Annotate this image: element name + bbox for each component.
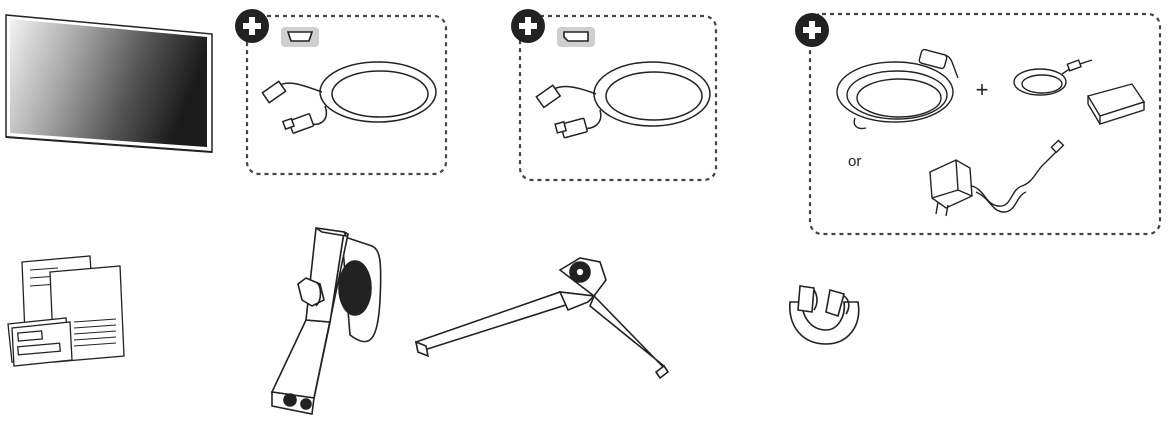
- displayport-cable-illustration: [535, 61, 711, 139]
- hdmi-cable-box: [235, 9, 448, 176]
- hdmi-port-icon: [281, 27, 319, 47]
- power-cord-illustration: [836, 48, 959, 130]
- hdmi-cable-illustration: [261, 61, 437, 134]
- cable-holder-illustration: [789, 285, 860, 345]
- ac-adapter-illustration: [1013, 59, 1146, 125]
- monitor-illustration: [5, 14, 213, 153]
- displayport-cable-box: [511, 9, 718, 182]
- displayport-icon: [557, 27, 595, 47]
- optional-plus-icon: [511, 9, 545, 43]
- stand-body-illustration: [270, 227, 382, 415]
- optional-plus-icon: [235, 9, 269, 43]
- optional-plus-icon: [795, 13, 829, 47]
- power-cord-box: + or: [795, 12, 1162, 236]
- wall-adapter-illustration: [929, 139, 1065, 217]
- documents-illustration: [7, 255, 125, 367]
- plus-sign-label: +: [976, 77, 989, 102]
- or-label: or: [848, 153, 861, 170]
- stand-base-illustration: [414, 257, 670, 380]
